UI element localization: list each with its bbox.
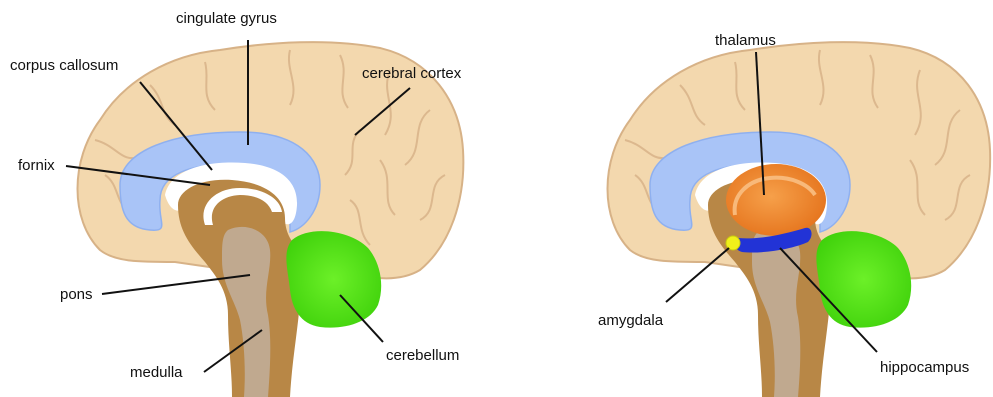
label-fornix: fornix [18,157,55,174]
label-cingulate-gyrus: cingulate gyrus [176,10,277,27]
label-cerebral-cortex: cerebral cortex [362,65,462,82]
label-thalamus: thalamus [715,32,776,49]
left-brain-illustration [78,42,464,397]
thalamus-region [726,164,826,236]
label-amygdala: amygdala [598,312,664,329]
label-medulla: medulla [130,364,183,381]
right-brain-illustration [608,42,991,397]
label-pons: pons [60,286,93,303]
label-corpus-callosum: corpus callosum [10,57,118,74]
label-cerebellum: cerebellum [386,347,459,364]
label-hippocampus: hippocampus [880,359,969,376]
